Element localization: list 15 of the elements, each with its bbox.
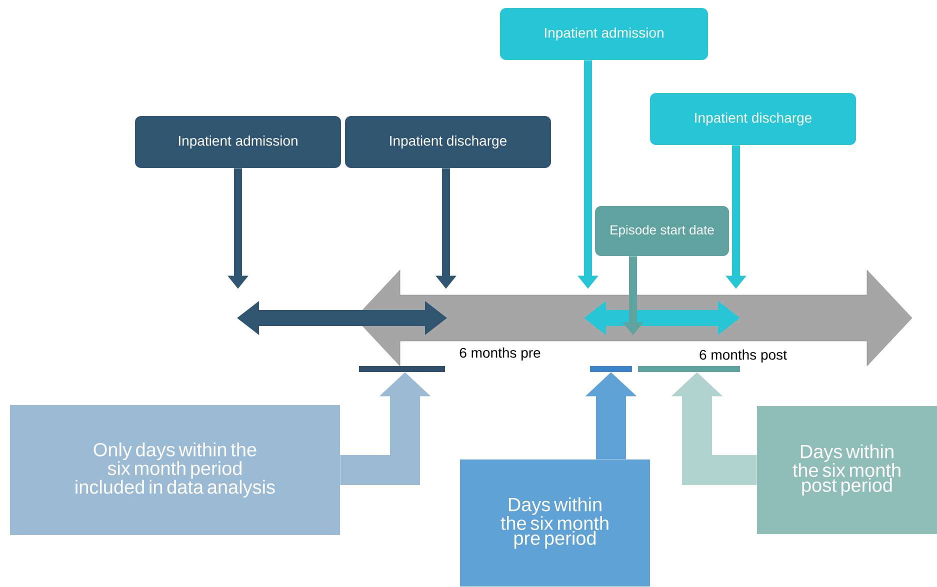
period-bar [638, 366, 740, 372]
callout-box: Days within the six month pre period [460, 460, 650, 586]
label-box: Inpatient discharge [650, 93, 856, 145]
label-box: Inpatient discharge [345, 116, 551, 168]
label-box: Inpatient admission [500, 8, 708, 60]
callout-box: Only days within the six month period included in data analysis [10, 405, 340, 535]
period-bar [590, 366, 632, 372]
double-arrow [584, 301, 740, 335]
period-bar [359, 366, 445, 372]
double-arrow [237, 301, 447, 335]
period-label: 6 months post [700, 349, 787, 363]
label-box: Inpatient admission [135, 116, 341, 168]
period-label: 6 months pre [460, 347, 540, 361]
label-box: Episode start date [595, 206, 729, 256]
callout-box: Days within the six month post period [757, 406, 937, 534]
